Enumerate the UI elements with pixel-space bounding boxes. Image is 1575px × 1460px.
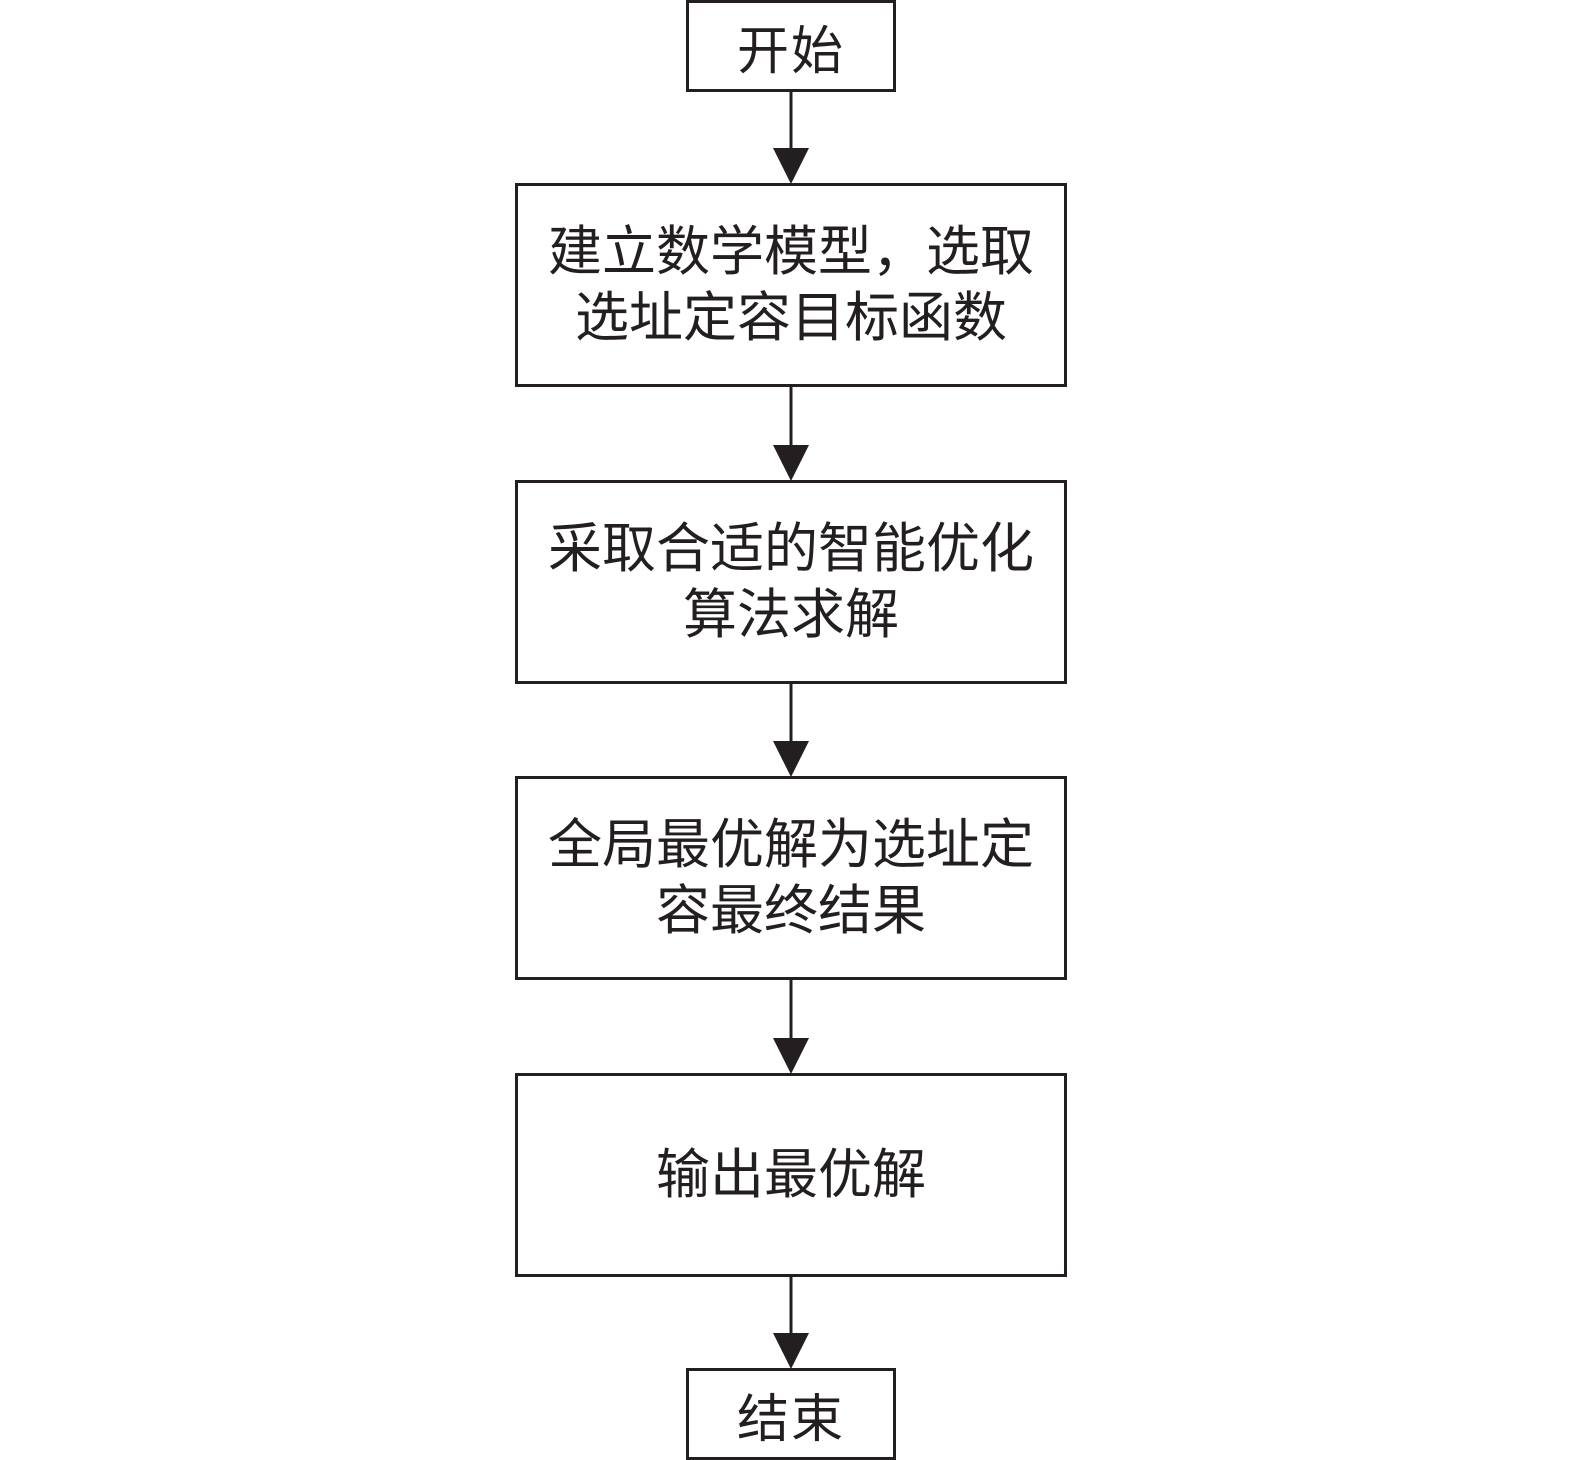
start-terminal: 开始 (686, 0, 896, 92)
step-global-optimum-line2: 容最终结果 (656, 879, 926, 942)
arrow-algo-to-result (773, 684, 809, 777)
arrow-result-to-output (773, 980, 809, 1074)
step-build-model: 建立数学模型，选取 选址定容目标函数 (515, 183, 1067, 387)
arrow-output-to-end (773, 1277, 809, 1369)
step-build-model-line1: 建立数学模型，选取 (548, 220, 1034, 283)
step-output-optimum: 输出最优解 (515, 1073, 1067, 1277)
arrow-start-to-model (773, 92, 809, 184)
step-global-optimum: 全局最优解为选址定 容最终结果 (515, 776, 1067, 980)
step-solve-algorithm-line1: 采取合适的智能优化 (548, 517, 1034, 580)
start-label: 开始 (736, 21, 845, 82)
step-solve-algorithm-line2: 算法求解 (683, 583, 899, 646)
step-global-optimum-line1: 全局最优解为选址定 (548, 813, 1034, 876)
step-build-model-line2: 选址定容目标函数 (575, 286, 1007, 349)
end-terminal: 结束 (686, 1368, 896, 1460)
arrow-model-to-algo (773, 387, 809, 481)
step-solve-algorithm: 采取合适的智能优化 算法求解 (515, 480, 1067, 684)
end-label: 结束 (736, 1389, 845, 1450)
step-output-optimum-label: 输出最优解 (656, 1143, 926, 1206)
